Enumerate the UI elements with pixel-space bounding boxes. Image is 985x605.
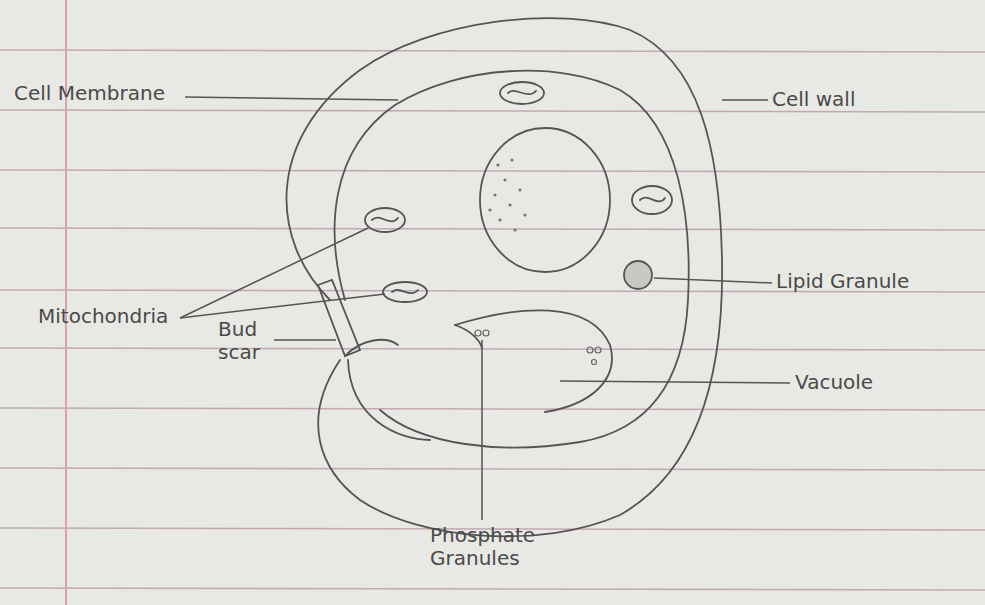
leader-lines	[180, 97, 790, 520]
bud-scar	[345, 340, 398, 356]
part-label: Cell Membrane	[14, 82, 184, 105]
dot	[518, 188, 521, 191]
cell-drawing	[286, 18, 722, 536]
leader-line	[180, 294, 385, 318]
ruled-line	[0, 170, 985, 172]
leader-line	[722, 99, 768, 101]
granule	[475, 330, 481, 336]
ruled-line	[0, 408, 985, 410]
leader-line	[185, 97, 398, 100]
dot	[523, 213, 526, 216]
bud-outline	[348, 360, 430, 440]
part-label: Lipid Granule	[776, 270, 976, 293]
ruled-lines	[0, 50, 985, 590]
phosphate-granules	[475, 330, 601, 365]
granule	[592, 360, 597, 365]
ruled-line	[0, 468, 985, 470]
vacuole	[455, 310, 612, 412]
dot	[488, 208, 491, 211]
dot	[503, 178, 506, 181]
mitochondrion	[632, 186, 672, 214]
dot	[496, 163, 499, 166]
cell-membrane	[335, 71, 689, 448]
lipid-granule	[624, 261, 652, 289]
part-label: Bud scar	[218, 318, 270, 364]
leader-line	[560, 381, 790, 383]
dot	[508, 203, 511, 206]
nucleus-dots	[488, 158, 526, 231]
mitochondrion	[500, 82, 544, 104]
ruled-line	[0, 588, 985, 590]
dot	[493, 193, 496, 196]
mitochondrion	[383, 282, 427, 302]
dot	[510, 158, 513, 161]
nucleus	[480, 128, 610, 272]
dot	[498, 218, 501, 221]
mitochondrion	[365, 208, 405, 232]
vacuole	[455, 325, 482, 348]
leader-line	[180, 228, 368, 318]
mitochondrion-crista	[392, 290, 418, 293]
leader-line	[274, 339, 336, 341]
part-label: Phosphate Granules	[430, 524, 570, 570]
granule	[483, 330, 489, 336]
bud-scar	[318, 280, 360, 356]
mitochondrion-crista	[372, 218, 398, 222]
part-label: Cell wall	[772, 88, 912, 111]
dot	[513, 228, 516, 231]
granule	[595, 347, 601, 353]
mitochondrion-crista	[508, 91, 536, 94]
ruled-line	[0, 228, 985, 230]
part-label: Vacuole	[795, 371, 935, 394]
mitochondrion-crista	[640, 198, 665, 202]
leader-line	[481, 340, 483, 520]
leader-line	[654, 278, 772, 283]
ruled-line	[0, 50, 985, 52]
granule	[587, 347, 593, 353]
ruled-line	[0, 348, 985, 350]
part-label: Mitochondria	[38, 305, 198, 328]
cell-wall	[286, 18, 722, 536]
